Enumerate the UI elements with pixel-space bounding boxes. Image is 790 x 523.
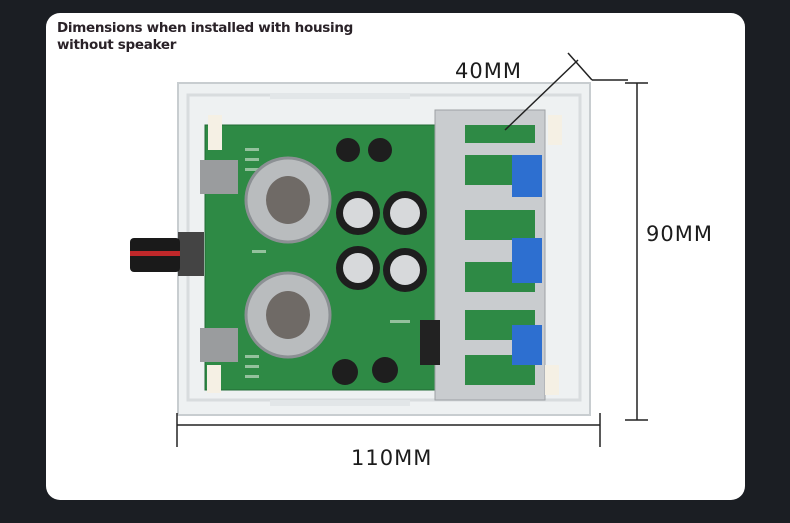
height-label: 90MM: [646, 222, 713, 246]
caption-line-1: Dimensions when installed with housing: [57, 20, 354, 36]
input-jack-2: [200, 328, 238, 362]
capacitors: [332, 138, 427, 385]
standoffs: [207, 115, 562, 395]
caption-line-2: without speaker: [57, 37, 177, 53]
depth-label: 40MM: [455, 59, 522, 83]
caption: Dimensions when installed with housing w…: [57, 20, 353, 54]
volume-knob: [130, 232, 204, 276]
input-jack-1: [200, 160, 238, 194]
width-label: 110MM: [351, 446, 433, 470]
vacuum-tube-1: [244, 156, 332, 244]
dimension-lines: [176, 52, 648, 447]
speaker-terminals: [512, 155, 542, 365]
vacuum-tube-2: [244, 271, 332, 359]
